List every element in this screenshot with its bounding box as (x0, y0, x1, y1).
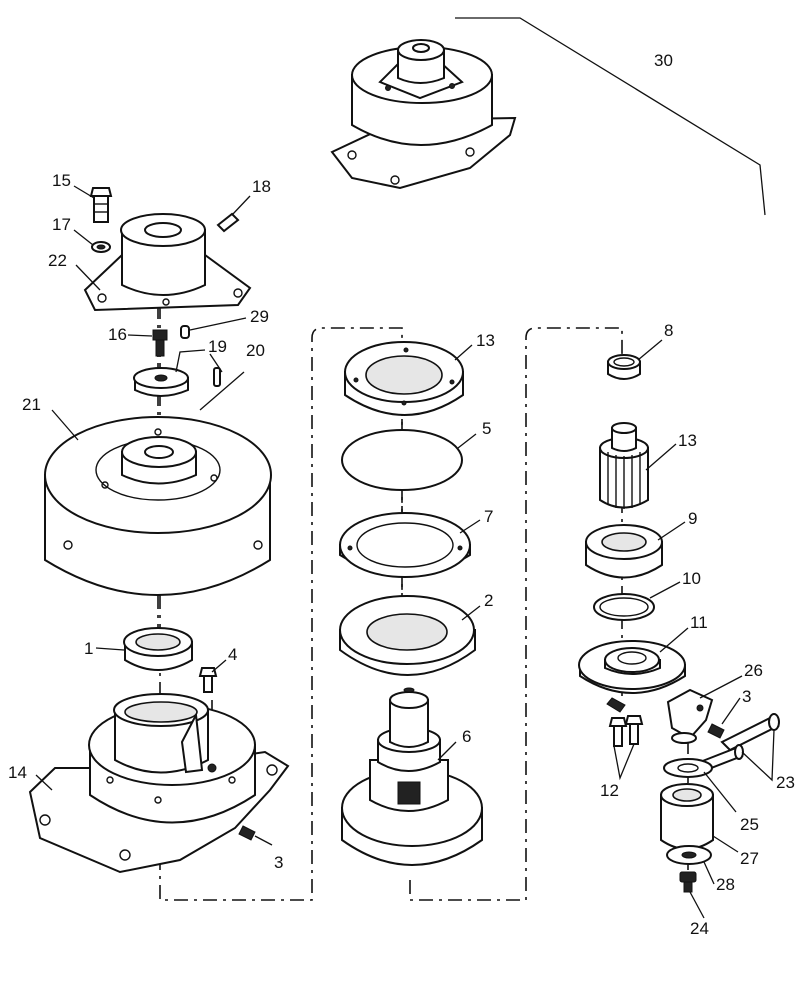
bearing-9 (585, 524, 663, 579)
callout-18: 18 (252, 177, 271, 196)
callout-11: 11 (690, 613, 708, 632)
callout-24: 24 (690, 919, 709, 938)
callout-6: 6 (462, 727, 471, 746)
callout-25: 25 (740, 815, 759, 834)
top-cover (83, 213, 252, 312)
pin-20 (213, 367, 221, 387)
callout-26: 26 (744, 661, 763, 680)
drum-21 (44, 416, 272, 596)
callout-10: 10 (682, 569, 701, 588)
screw-16 (152, 329, 168, 357)
callout-13-ring-gear: 13 (476, 331, 495, 350)
callout-28: 28 (716, 875, 735, 894)
callout-7: 7 (484, 507, 493, 526)
assembled-unit (330, 39, 517, 190)
callout-16: 16 (108, 325, 127, 344)
screw-24 (679, 871, 697, 893)
callout-8: 8 (664, 321, 673, 340)
callout-1: 1 (84, 639, 93, 658)
bolts-23 (698, 713, 780, 772)
callout-27: 27 (740, 849, 759, 868)
carrier-11 (578, 640, 686, 713)
callout-22: 22 (48, 251, 67, 270)
set-screw-3-left (238, 825, 256, 841)
shaft-assembly-6 (341, 687, 483, 866)
callout-14: 14 (8, 763, 27, 782)
pinion-13 (599, 422, 649, 509)
leader-30 (455, 17, 766, 216)
base-housing-14 (28, 693, 290, 874)
callout-2: 2 (484, 591, 493, 610)
bracket-26 (666, 688, 714, 744)
seal-1 (123, 627, 193, 671)
callout-20: 20 (246, 341, 265, 360)
callout-17: 17 (52, 215, 71, 234)
snap-ring-10 (593, 593, 655, 621)
set-screw-3-right (707, 723, 725, 739)
sleeve-27 (660, 783, 714, 850)
callout-12: 12 (600, 781, 619, 800)
callout-3-left: 3 (274, 853, 283, 872)
callout-19: 19 (208, 337, 227, 356)
pin-18 (216, 212, 240, 233)
callout-9: 9 (688, 509, 697, 528)
callout-4: 4 (228, 645, 237, 664)
leader-lines (35, 185, 775, 919)
bolts-12 (608, 715, 644, 747)
callout-23: 23 (776, 773, 795, 792)
callout-29: 29 (250, 307, 269, 326)
callout-labels: 30 15 17 22 18 16 29 19 20 21 1 4 14 3 1… (8, 51, 795, 938)
ring-gear-13 (344, 341, 464, 416)
callout-13-pinion: 13 (678, 431, 697, 450)
bolt-15 (89, 187, 113, 223)
washer-25 (663, 758, 713, 778)
callout-5: 5 (482, 419, 491, 438)
disc-5 (341, 429, 463, 491)
callout-21: 21 (22, 395, 41, 414)
callout-3-right: 3 (742, 687, 751, 706)
bushing-8 (607, 354, 641, 380)
bearing-race-2 (339, 595, 476, 676)
bolt-4 (198, 667, 218, 693)
callout-15: 15 (52, 171, 71, 190)
washer-17 (91, 241, 111, 253)
hub-19 (133, 367, 189, 397)
plate-7 (339, 512, 471, 578)
callout-30: 30 (654, 51, 673, 70)
washer-28 (666, 845, 712, 865)
pin-29 (180, 325, 190, 339)
